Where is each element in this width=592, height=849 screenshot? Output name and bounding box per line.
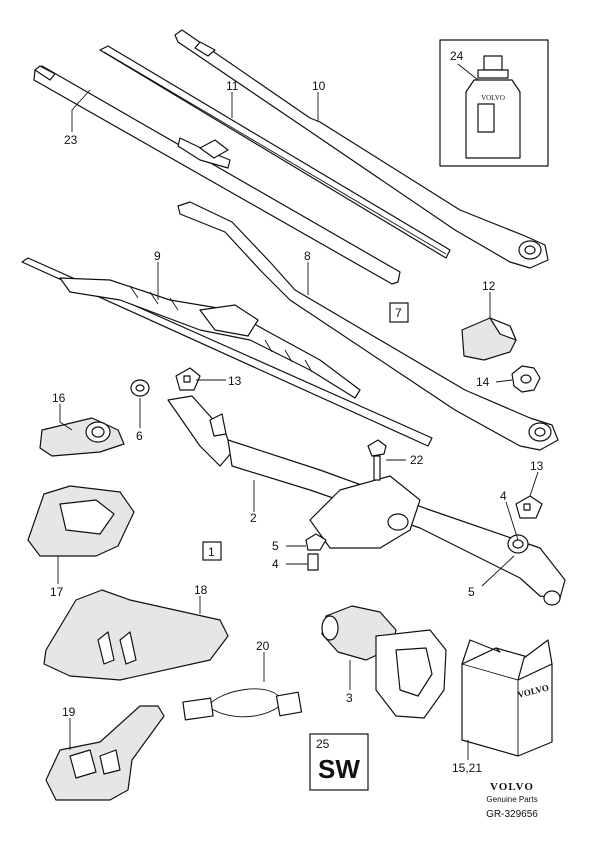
wiper-linkage-2: [167, 395, 566, 606]
callout-13-upper: 13: [228, 374, 242, 388]
callout-4-right: 4: [500, 489, 507, 503]
callout-5-left: 5: [272, 539, 279, 553]
label-box-7: [389, 302, 409, 323]
callout-23: 23: [64, 133, 78, 147]
clip-13-upper: [175, 367, 201, 391]
leader-lines: [57, 63, 539, 760]
callout-6: 6: [136, 429, 143, 443]
callout-19: 19: [62, 705, 76, 719]
callout-7: 7: [395, 306, 402, 320]
wiper-arm-23: [33, 65, 401, 285]
nut-14: [511, 365, 541, 393]
label-box-1: [202, 541, 222, 561]
callout-22: 22: [410, 453, 424, 467]
wiper-blade-9: [21, 257, 433, 447]
bracket-16: [39, 417, 125, 457]
callout-9: 9: [154, 249, 161, 263]
wiper-arm-8: [177, 201, 559, 451]
callout-17: 17: [50, 585, 64, 599]
callout-8: 8: [304, 249, 311, 263]
callout-2: 2: [250, 511, 257, 525]
callout-1: 1: [208, 545, 215, 559]
callout-14: 14: [476, 375, 490, 389]
clip-13-lower: [515, 495, 543, 519]
callout-16: 16: [52, 391, 66, 405]
fluid-bottle-24: [439, 39, 549, 167]
grommet-6: [130, 379, 150, 397]
carton-15-21: [461, 639, 553, 757]
callout-24: 24: [450, 49, 464, 63]
footer-code: GR-329656: [486, 809, 538, 820]
bolt-22: [367, 439, 387, 481]
wiper-motor-3: [321, 605, 447, 719]
callout-25: 25: [316, 737, 330, 751]
callout-4-left: 4: [272, 557, 279, 571]
holder-19: [45, 705, 165, 801]
cover-18: [43, 589, 229, 681]
callout-11: 11: [226, 79, 239, 93]
callout-10: 10: [312, 79, 326, 93]
sw-label: SW: [318, 754, 360, 784]
label-box-25: [309, 733, 369, 791]
callout-13-lower: 13: [530, 459, 544, 473]
callout-12: 12: [482, 279, 496, 293]
wiring-harness-20: [182, 688, 303, 721]
bottle-brand-text: VOLVO: [481, 94, 505, 102]
cover-17: [27, 485, 135, 557]
bolt-4-nut-5: [305, 533, 327, 571]
callout-5-right: 5: [468, 585, 475, 599]
footer-genuine-parts: Genuine Parts: [486, 795, 537, 804]
wiper-blade-11: [99, 45, 451, 259]
callout-15-21: 15,21: [452, 761, 482, 775]
cap-12: [461, 317, 517, 361]
wiper-arm-10: [174, 29, 549, 269]
footer-brand: VOLVO: [490, 781, 534, 793]
callout-20: 20: [256, 639, 270, 653]
callout-3: 3: [346, 691, 353, 705]
callout-18: 18: [194, 583, 208, 597]
